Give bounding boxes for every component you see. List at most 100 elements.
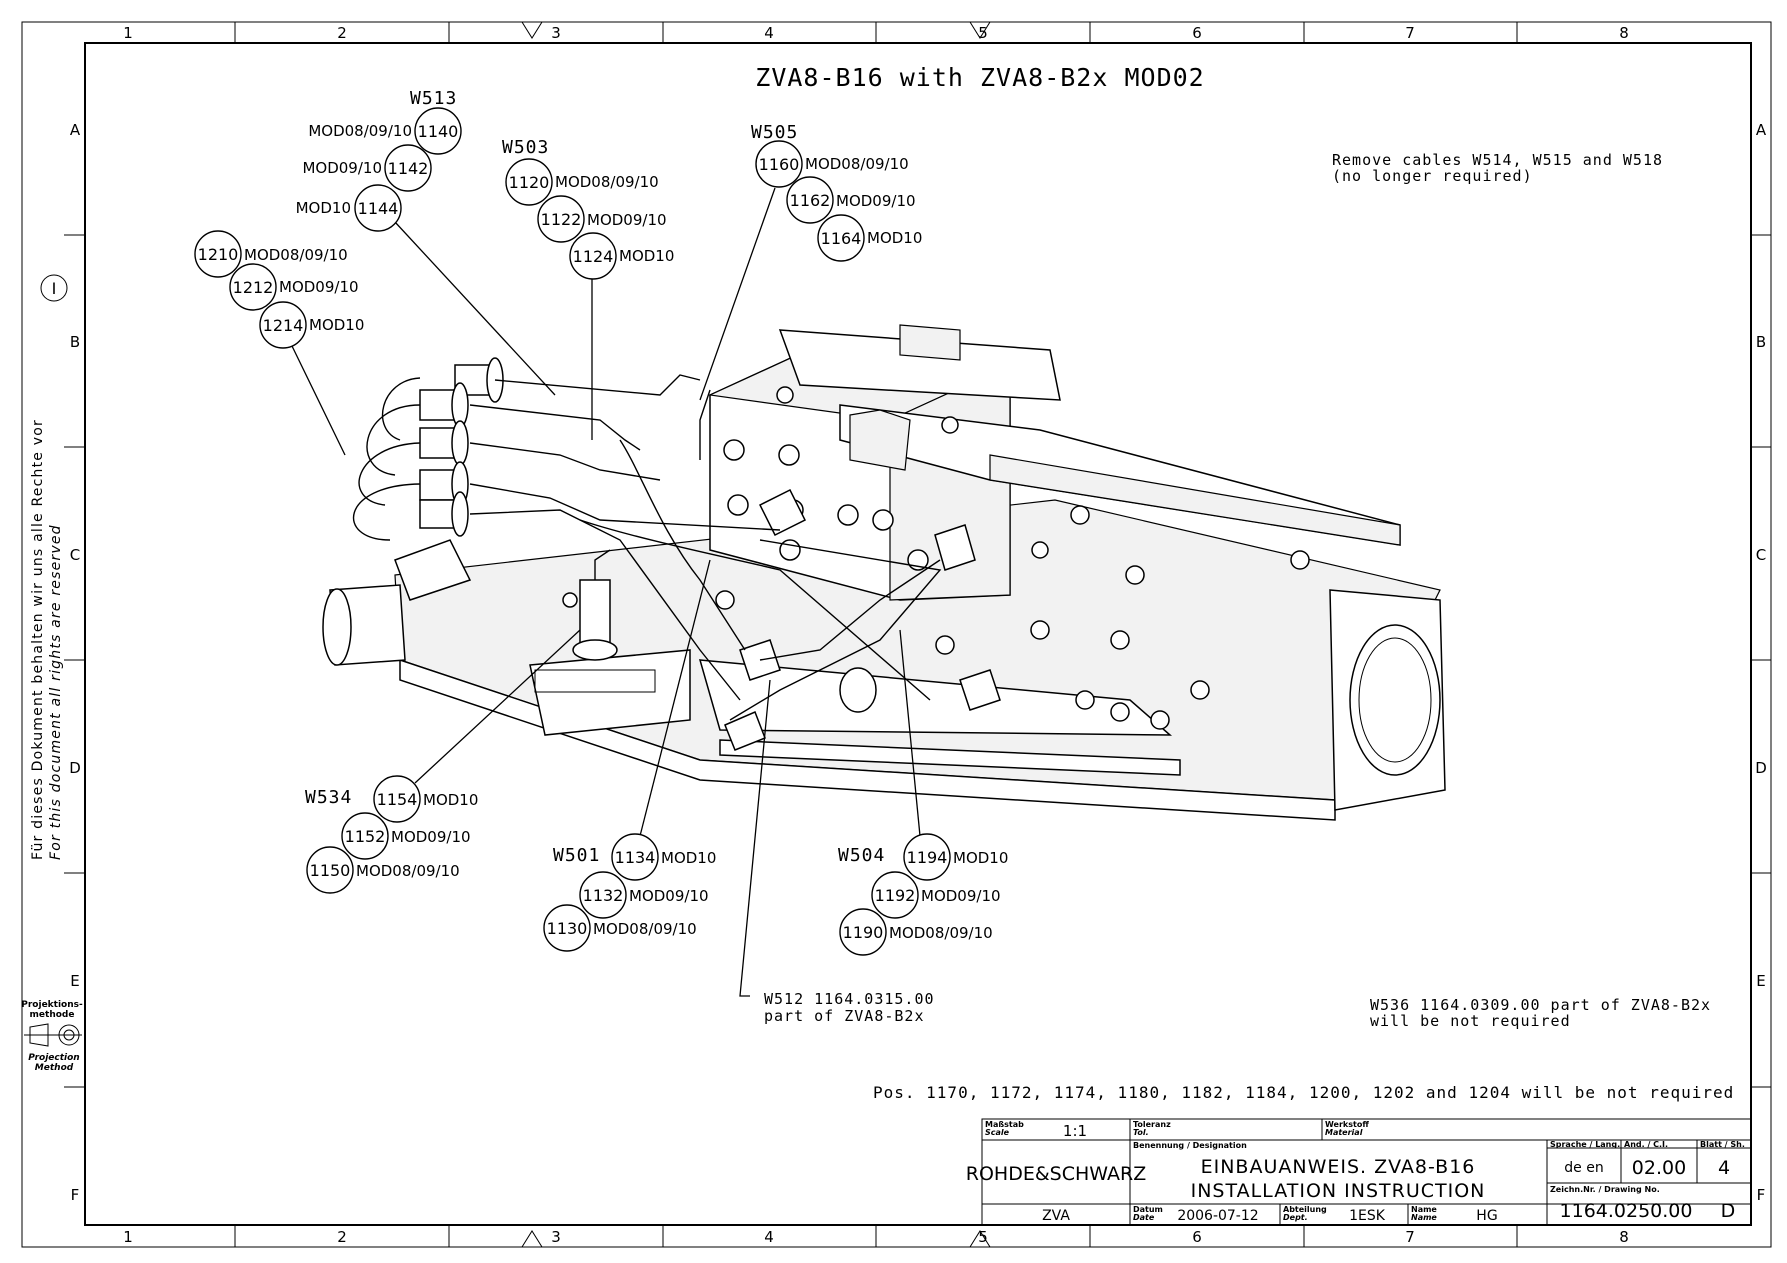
row-labels-left: A B C D E F — [69, 121, 81, 1204]
callout-text: MOD08/09/10 — [593, 920, 697, 938]
callout-1134: 1134 MOD10 — [611, 833, 716, 881]
callout-text: MOD10 — [953, 849, 1008, 867]
column-label: 2 — [337, 24, 347, 42]
callout-text: MOD10 — [423, 791, 478, 809]
name-label-de: Name — [1411, 1205, 1437, 1214]
row-label: C — [1756, 546, 1766, 564]
projection-label-de-1: Projektions- — [21, 1000, 83, 1010]
column-label: 3 — [551, 24, 561, 42]
callout-text: MOD08/09/10 — [555, 173, 659, 191]
callout-text: MOD09/10 — [391, 828, 471, 846]
callout-1210: 1210 MOD08/09/10 — [194, 230, 348, 278]
callout-number: 1120 — [509, 173, 550, 192]
leader-lines — [291, 187, 921, 997]
note-w536: W536 1164.0309.00 part of ZVA8-B2x — [1370, 996, 1711, 1014]
notes: Remove cables W514, W515 and W518 (no lo… — [764, 151, 1733, 1102]
department-value: 1ESK — [1349, 1208, 1386, 1224]
designation-label: Benennung / Designation — [1133, 1141, 1247, 1150]
sheet-marker: I — [40, 274, 68, 302]
column-label: 4 — [764, 24, 774, 42]
company-logo-text: ROHDE&SCHWARZ — [966, 1163, 1146, 1185]
rights-notice-en: For this document all rights are reserve… — [48, 524, 64, 860]
column-label: 7 — [1405, 24, 1415, 42]
callout-number: 1130 — [547, 919, 588, 938]
product-code: ZVA — [1042, 1208, 1070, 1224]
cable-label-w503: W503 — [502, 137, 549, 158]
column-label: 4 — [764, 1228, 774, 1246]
change-index-value: 02.00 — [1632, 1157, 1686, 1179]
callout-number: 1134 — [615, 848, 656, 867]
column-label: 5 — [978, 24, 988, 42]
callout-1214: 1214 MOD10 — [259, 301, 364, 349]
callout-number: 1140 — [418, 122, 459, 141]
title-block: Maßstab Scale 1:1 Toleranz Tol. Werkstof… — [966, 1118, 1752, 1226]
callout-1154: 1154 MOD10 — [373, 775, 478, 823]
callout-1124: 1124 MOD10 — [569, 232, 674, 280]
callout-1162: 1162 MOD09/10 — [786, 176, 916, 224]
callout-1140: MOD08/09/10 1140 — [308, 107, 462, 155]
callout-1194: 1194 MOD10 — [903, 833, 1008, 881]
note-w512-2: part of ZVA8-B2x — [764, 1007, 925, 1025]
callout-text: MOD09/10 — [629, 887, 709, 905]
row-label: F — [71, 1186, 80, 1204]
row-labels-right: A B C D E F — [1755, 121, 1767, 1204]
projection-cone-icon — [29, 1023, 49, 1047]
projection-label-de-2: methode — [30, 1010, 75, 1020]
projection-method-symbol: Projektions- methode Projection Method — [21, 1000, 83, 1073]
column-labels-top: 1 2 3 4 5 6 7 8 — [123, 24, 1629, 42]
row-label: F — [1757, 1186, 1766, 1204]
callout-1142: MOD09/10 1142 — [302, 144, 432, 192]
column-label: 1 — [123, 1228, 133, 1246]
cable-labels: W513 W503 W505 W534 W501 W504 — [305, 88, 884, 866]
tolerance-label-de: Toleranz — [1133, 1120, 1171, 1129]
callout-1120: 1120 MOD08/09/10 — [505, 158, 659, 206]
callout-1190: 1190 MOD08/09/10 — [839, 908, 993, 956]
row-label: D — [1755, 759, 1767, 777]
revision: D — [1721, 1200, 1736, 1222]
callout-text: MOD10 — [661, 849, 716, 867]
callout-1144: MOD10 1144 — [296, 184, 402, 232]
department-label-en: Dept. — [1283, 1213, 1308, 1222]
language-label: Sprache / Lang. — [1550, 1140, 1620, 1149]
change-index-label: Änd. / C.I. — [1624, 1139, 1668, 1149]
row-label: A — [70, 121, 81, 139]
language-value: de en — [1564, 1160, 1603, 1176]
date-value: 2006-07-12 — [1177, 1208, 1258, 1224]
row-label: D — [69, 759, 81, 777]
callout-1130: 1130 MOD08/09/10 — [543, 904, 697, 952]
column-label: 5 — [978, 1228, 988, 1246]
row-label: C — [70, 546, 80, 564]
callout-number: 1124 — [573, 247, 614, 266]
callout-number: 1154 — [377, 790, 418, 809]
callout-1132: 1132 MOD09/10 — [579, 871, 709, 919]
callout-number: 1190 — [843, 923, 884, 942]
drawing-title: ZVA8-B16 with ZVA8-B2x MOD02 — [755, 63, 1204, 92]
scale-label-de: Maßstab — [985, 1120, 1024, 1129]
column-labels-bottom: 1 2 3 4 5 6 7 8 — [123, 1228, 1629, 1246]
cable-label-w513: W513 — [410, 88, 457, 109]
callout-text: MOD09/10 — [279, 278, 359, 296]
callout-number: 1194 — [907, 848, 948, 867]
drawing-number: 1164.0250.00 — [1560, 1200, 1693, 1222]
assembly-illustration — [322, 324, 1446, 821]
callout-number: 1144 — [358, 199, 399, 218]
projection-circle-icon — [58, 1024, 80, 1046]
callout-text: MOD09/10 — [587, 211, 667, 229]
column-label: 2 — [337, 1228, 347, 1246]
row-label: B — [1756, 333, 1766, 351]
department-label-de: Abteilung — [1283, 1205, 1327, 1214]
callout-1164: 1164 MOD10 — [817, 214, 922, 262]
column-label: 6 — [1192, 24, 1202, 42]
material-label-en: Material — [1325, 1128, 1363, 1137]
callout-number: 1142 — [388, 159, 429, 178]
sheet-value: 4 — [1718, 1157, 1730, 1179]
callout-text: MOD09/10 — [921, 887, 1001, 905]
callouts: MOD08/09/10 1140 MOD09/10 1142 MOD10 114… — [194, 107, 1008, 956]
column-label: 8 — [1619, 1228, 1629, 1246]
callout-text: MOD09/10 — [302, 159, 382, 177]
column-label: 6 — [1192, 1228, 1202, 1246]
callout-number: 1212 — [233, 278, 274, 297]
row-label: B — [70, 333, 80, 351]
callout-text: MOD08/09/10 — [244, 246, 348, 264]
